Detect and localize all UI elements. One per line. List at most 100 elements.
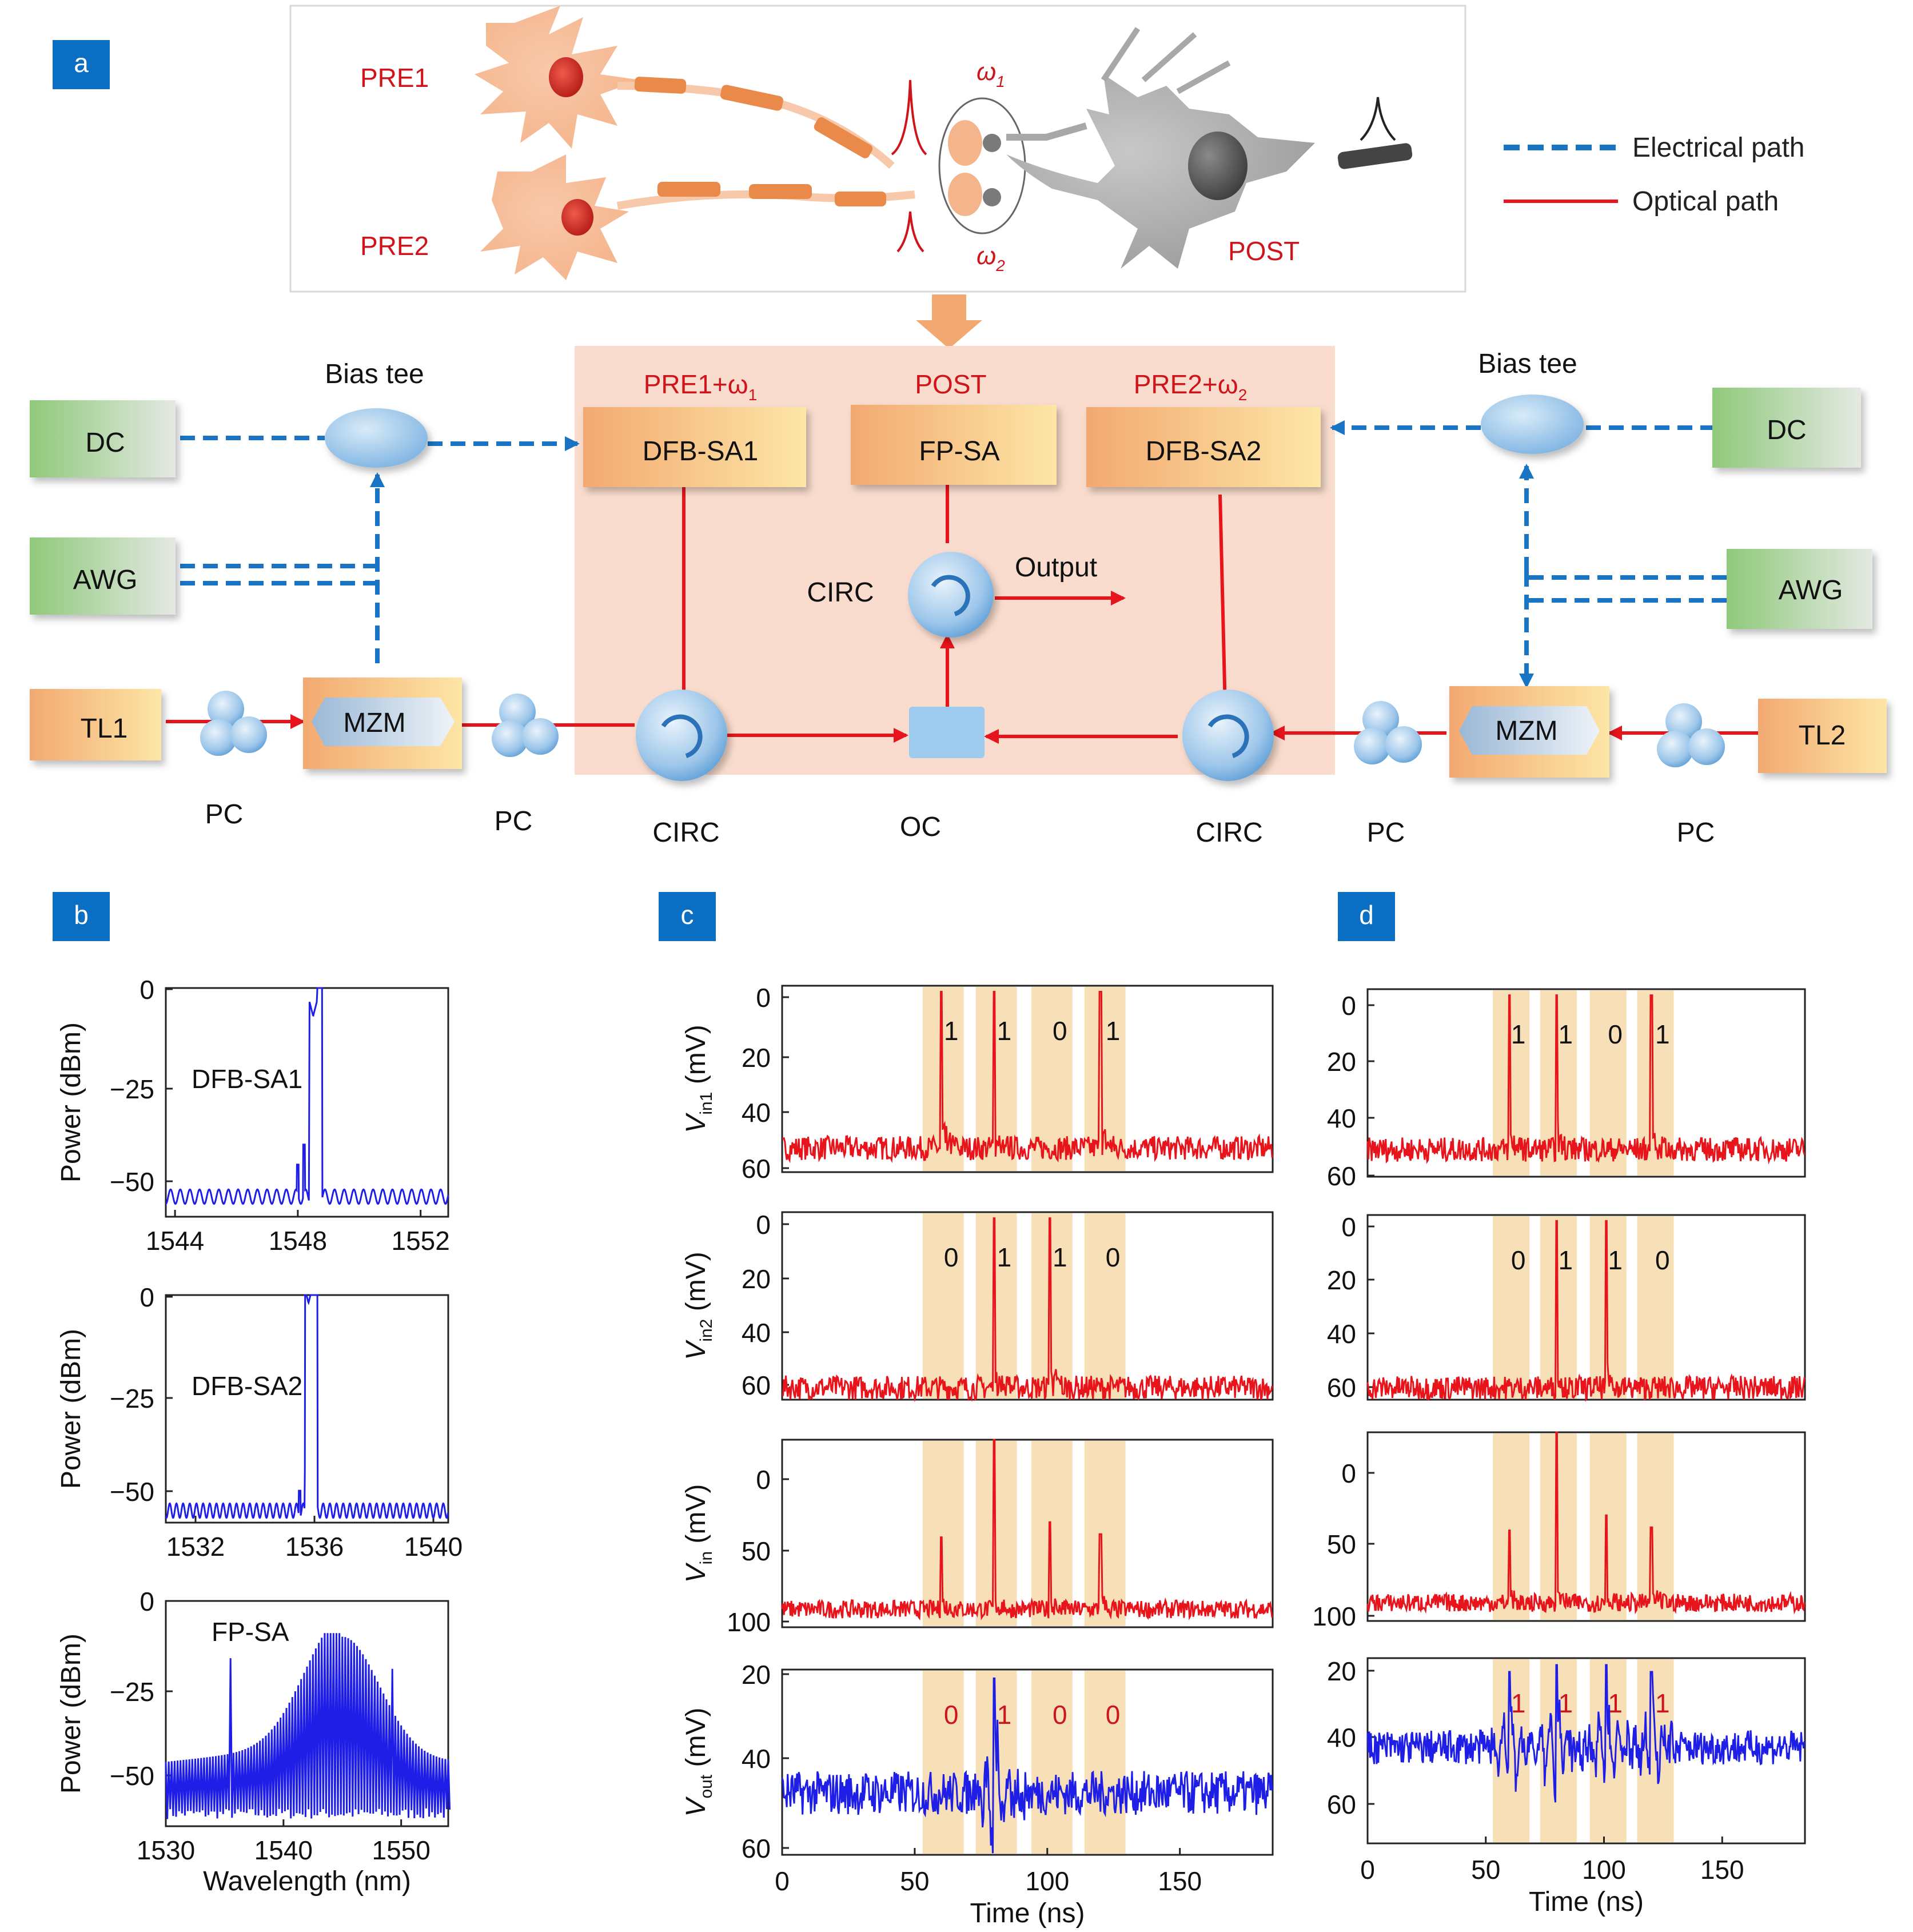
pre2-spike-icon <box>896 211 924 253</box>
pre1-myelin <box>720 85 784 111</box>
y-axis-label: Vout (mV) <box>681 1707 716 1817</box>
bit-label: 1 <box>1106 1016 1121 1046</box>
tl2-label: TL2 <box>1799 720 1846 751</box>
bit-label: 0 <box>1053 1700 1067 1730</box>
bias-tee-left-label: Bias tee <box>325 359 424 389</box>
bit-window <box>1084 1441 1126 1626</box>
bit-label: 1 <box>1559 1245 1573 1275</box>
oc-box <box>909 707 985 758</box>
plot-frame <box>781 1439 1274 1628</box>
y-axis-label: Vin (mV) <box>681 1484 716 1583</box>
bit-label: 0 <box>1655 1245 1670 1275</box>
y-tick-label: 40 <box>742 1318 771 1348</box>
mzm-left-label: MZM <box>343 708 405 738</box>
pre1-heading: PRE1+ω1 <box>644 369 758 404</box>
x-tick-label: 1532 <box>166 1532 225 1561</box>
y-tick-label: 20 <box>742 1043 771 1073</box>
bit-label: 0 <box>1608 1019 1623 1049</box>
x-tick-label: 50 <box>1471 1855 1500 1885</box>
bit-label: 1 <box>1608 1688 1623 1718</box>
y-tick-label: 50 <box>742 1536 771 1566</box>
circ-left <box>636 690 727 781</box>
y-tick-label: 40 <box>1327 1104 1356 1133</box>
y-axis-subscript: in2 <box>697 1319 716 1342</box>
dfb-sa2-label: DFB-SA2 <box>1146 436 1262 467</box>
y-axis-label: Vin2 (mV) <box>681 1252 716 1360</box>
dfb-sa2-box: DFB-SA2 <box>1086 407 1321 487</box>
plot-frame <box>165 1600 449 1827</box>
bit-window <box>1084 1213 1126 1399</box>
y-tick-label: 0 <box>1341 1459 1356 1488</box>
y-tick-label: 20 <box>742 1660 771 1690</box>
pc-4-icon <box>1657 703 1725 767</box>
bit-window <box>922 1671 964 1854</box>
y-tick-label: 60 <box>1327 1373 1356 1403</box>
pre2-myelin <box>657 182 720 197</box>
pre1-myelin <box>814 117 873 158</box>
post-axon-terminal <box>1337 143 1413 169</box>
mzm-right-label: MZM <box>1495 716 1557 746</box>
legend-electrical-label: Electrical path <box>1632 133 1804 163</box>
plot-frame <box>165 1294 449 1524</box>
y-axis-subscript: in <box>697 1551 716 1564</box>
bit-window <box>1637 1433 1674 1620</box>
x-tick-label: 0 <box>775 1866 790 1896</box>
x-axis-label: Time (ns) <box>970 1898 1085 1929</box>
dfb-sa1-box: DFB-SA1 <box>583 407 806 487</box>
bit-label: 0 <box>1106 1700 1121 1730</box>
spectrum-line <box>165 1294 449 1519</box>
pre2-neuron-body <box>480 154 629 280</box>
y-axis-unit: (mV) <box>681 1707 711 1774</box>
pc-3-icon <box>1354 701 1422 764</box>
bit-label: 1 <box>1053 1242 1067 1272</box>
electrical-paths <box>180 420 1727 688</box>
post-dendrites <box>1101 27 1231 94</box>
legend-optical-label: Optical path <box>1632 186 1779 217</box>
y-tick-label: 60 <box>742 1154 771 1184</box>
synapse-terminal-2 <box>948 173 982 216</box>
mzm-left: MZM <box>303 678 462 769</box>
bit-window <box>1031 1671 1073 1854</box>
spectrum-title: DFB-SA2 <box>192 1371 302 1401</box>
panel-c-badge <box>659 892 716 941</box>
tl1-label: TL1 <box>81 714 128 744</box>
awg-right-label: AWG <box>1779 575 1843 606</box>
bit-label: 1 <box>1655 1688 1670 1718</box>
y-axis-label: Vin1 (mV) <box>681 1025 716 1133</box>
y-axis-symbol: V <box>681 1562 711 1583</box>
down-arrow <box>916 294 982 349</box>
bit-label: 1 <box>1511 1019 1526 1049</box>
panel-b-badge <box>53 892 110 941</box>
y-tick-label: 0 <box>1341 991 1356 1021</box>
pre2-heading: PRE2+ω2 <box>1134 369 1248 404</box>
circ-left-label: CIRC <box>652 818 719 848</box>
y-tick-label: 60 <box>742 1834 771 1863</box>
x-tick-label: 100 <box>1025 1866 1069 1896</box>
y-axis-label: Power (dBm) <box>56 1022 86 1182</box>
bit-label: 1 <box>944 1016 959 1046</box>
pc-1-icon <box>200 691 267 756</box>
bias-tee-right-label: Bias tee <box>1478 349 1577 379</box>
x-tick-label: 0 <box>1360 1855 1375 1885</box>
y-axis-unit: (mV) <box>681 1252 711 1318</box>
pre1-label: PRE1 <box>360 63 429 93</box>
y-tick-label: −25 <box>110 1677 154 1707</box>
mzm-right: MZM <box>1449 686 1609 778</box>
x-tick-label: 150 <box>1700 1855 1744 1885</box>
panel-d-label: d <box>1359 900 1374 930</box>
bit-label: 1 <box>997 1016 1012 1046</box>
plot-frame <box>165 987 449 1218</box>
pc-1-label: PC <box>205 799 244 830</box>
bit-label: 0 <box>1106 1242 1121 1272</box>
bit-window <box>1084 1671 1126 1854</box>
tl2-box: TL2 <box>1758 699 1887 773</box>
y-tick-label: −50 <box>110 1167 154 1197</box>
bias-tee-left <box>325 408 428 468</box>
post-nucleus <box>1188 132 1248 200</box>
